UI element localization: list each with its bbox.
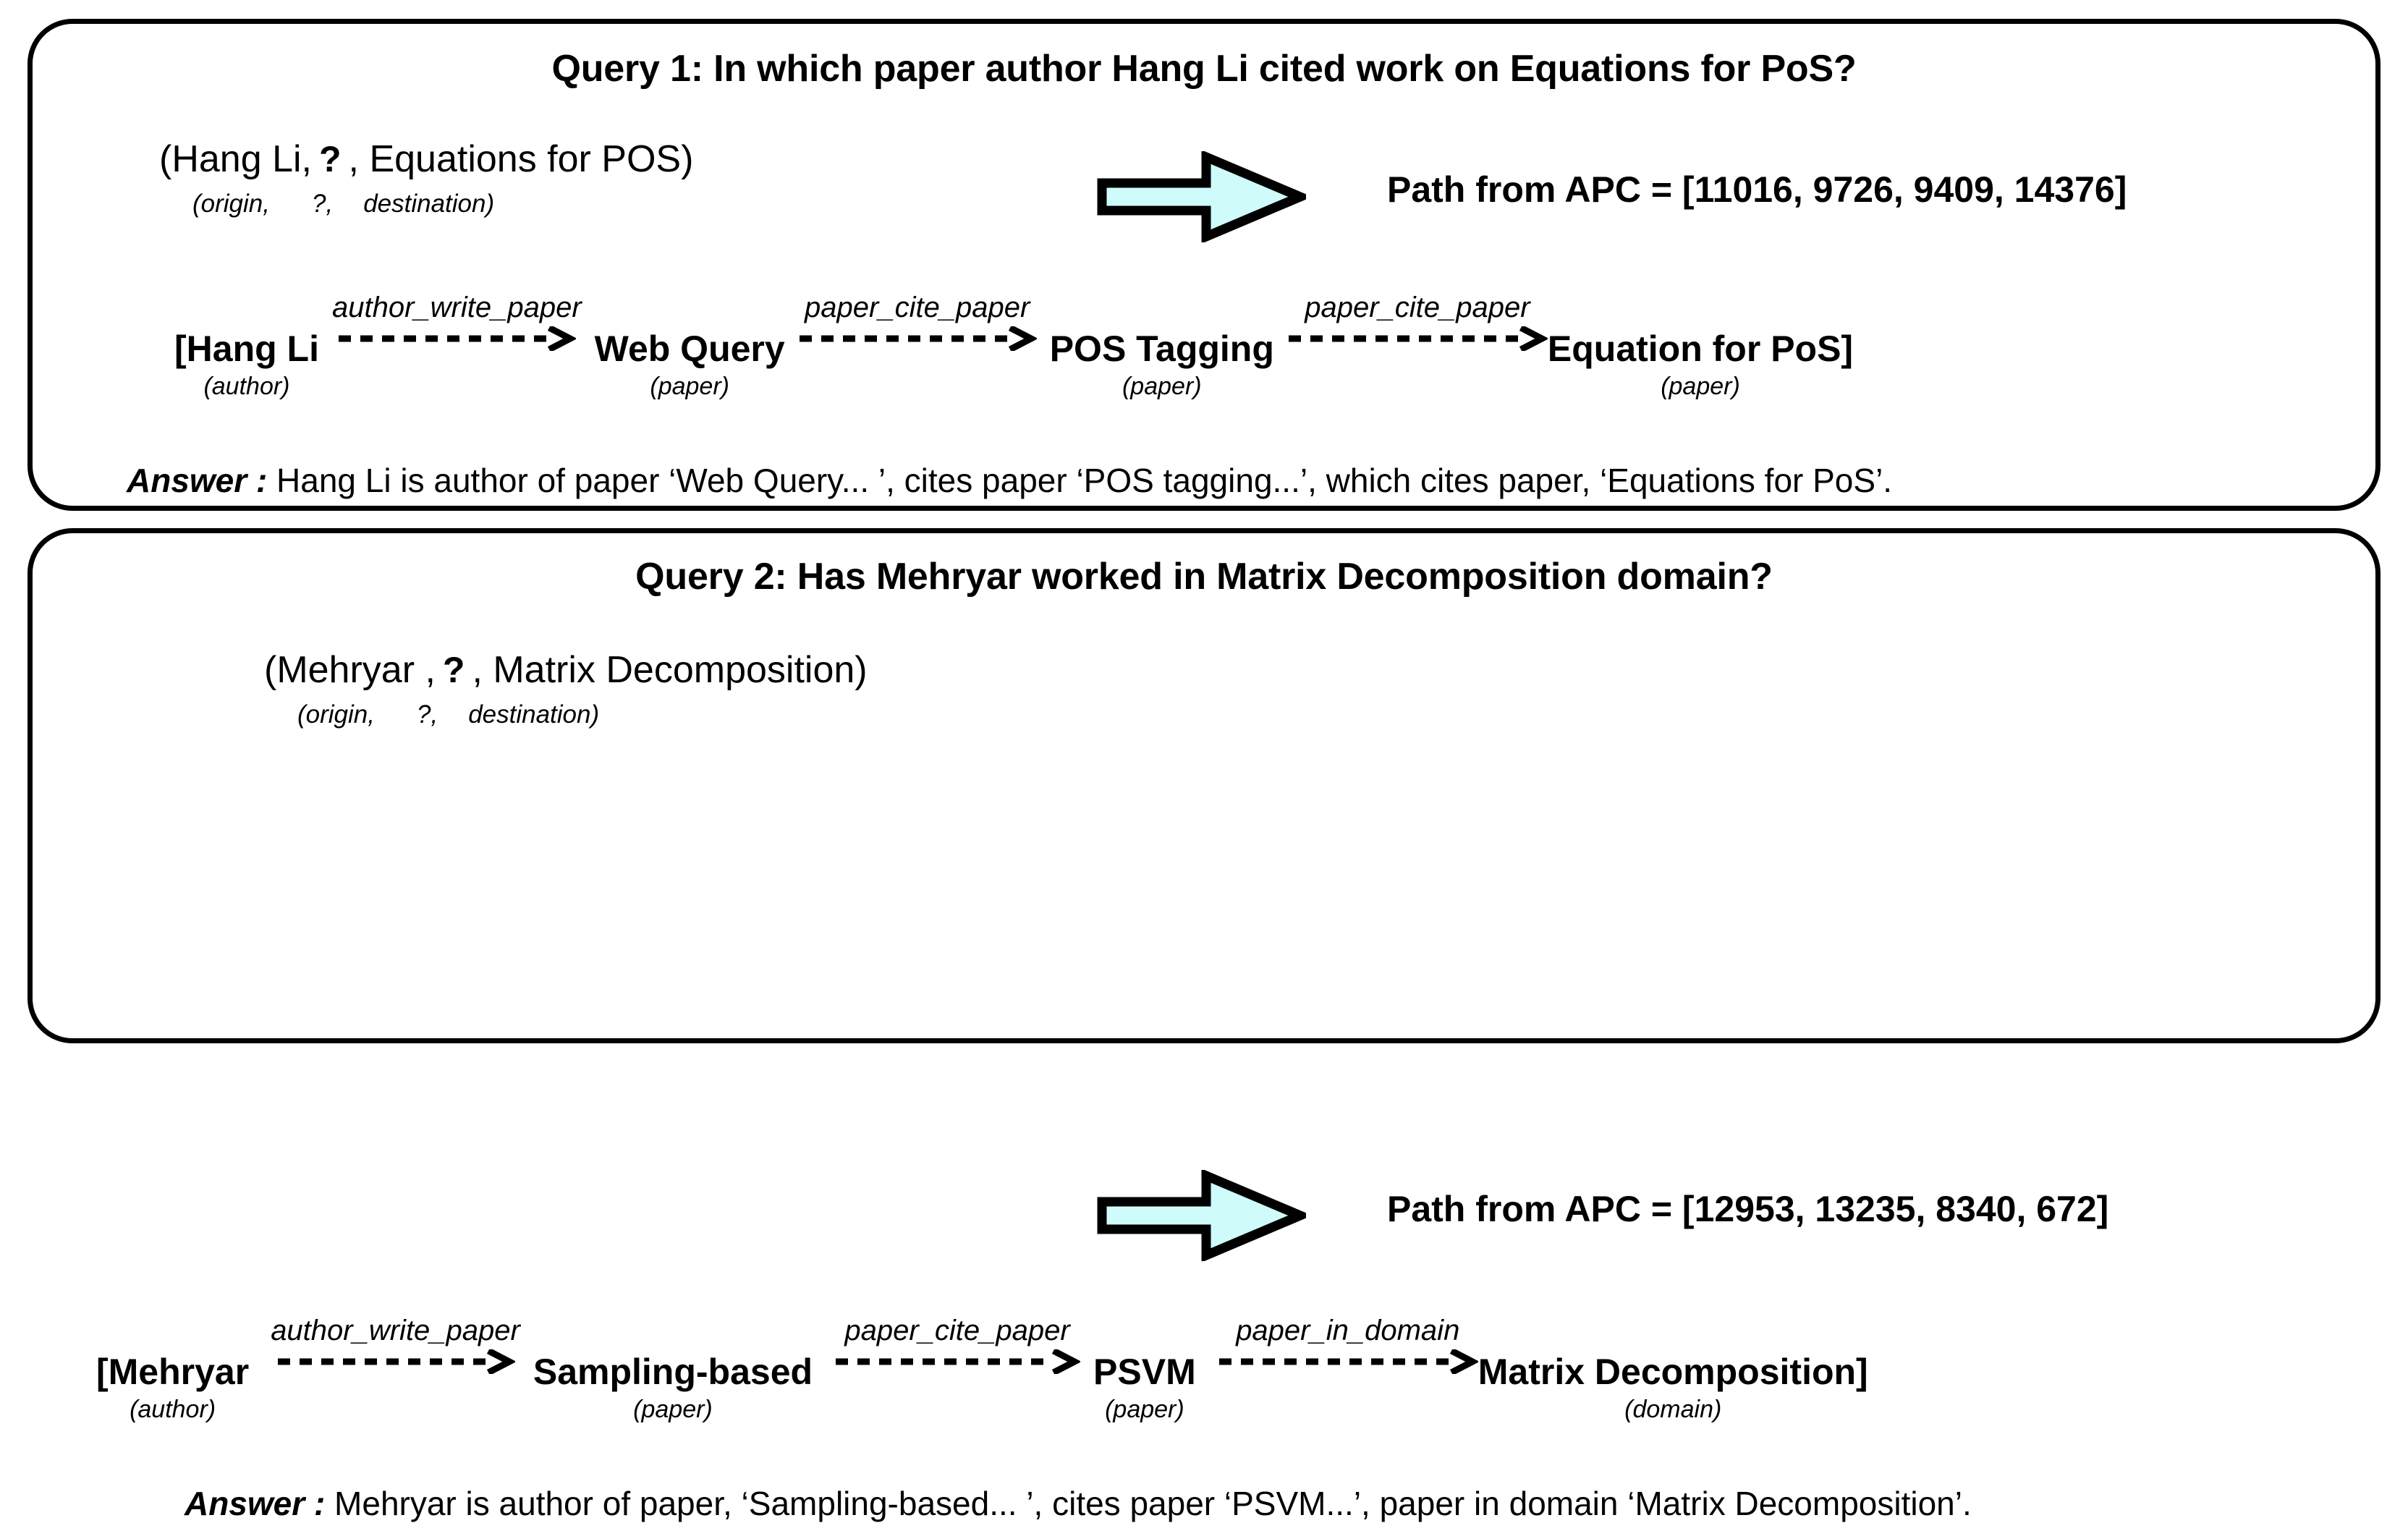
node-type: (paper) [1105, 1396, 1184, 1423]
right-block-arrow-icon [1096, 150, 1313, 246]
query-2-path-chain: [Mehryar (author) author_write_paper Sam… [96, 1316, 1868, 1424]
node-type: (author) [130, 1396, 216, 1423]
triple-origin: (Hang Li, [159, 138, 312, 180]
right-block-arrow-icon [1096, 1168, 1313, 1265]
query-2-triple: (Mehryar ,?, Matrix Decomposition) (orig… [264, 650, 868, 729]
triple-destination: , Equations for POS) [348, 138, 694, 180]
dashed-arrow-icon [339, 326, 577, 351]
node-label: [Hang Li [174, 328, 319, 369]
edge-label: paper_cite_paper [844, 1315, 1070, 1346]
chain-edge: author_write_paper [271, 1316, 520, 1374]
legend-destination: destination) [468, 700, 600, 729]
query-1-triple: (Hang Li,?, Equations for POS) (origin,?… [159, 140, 693, 219]
triple-legend: (origin,?, destination) [264, 700, 868, 729]
dashed-arrow-icon [799, 326, 1037, 351]
node-label: Sampling-based [533, 1352, 813, 1392]
dashed-arrow-icon [1288, 326, 1548, 351]
dashed-arrow-icon [1218, 1349, 1478, 1374]
node-label: POS Tagging [1049, 328, 1274, 369]
triple-legend: (origin,?, destination) [159, 190, 693, 219]
query-2-title: Query 2: Has Mehryar worked in Matrix De… [635, 556, 1773, 598]
node-label: PSVM [1093, 1352, 1196, 1392]
answer-label: Answer : [185, 1485, 326, 1522]
chain-node: [Mehryar (author) [96, 1316, 249, 1424]
chain-node: POS Tagging (paper) [1050, 293, 1274, 401]
chain-node: Web Query (paper) [595, 293, 785, 401]
query-panel-2: Query 2: Has Mehryar worked in Matrix De… [27, 528, 2381, 1522]
triple-expression: (Hang Li,?, Equations for POS) [159, 140, 693, 179]
node-type: (paper) [1661, 373, 1740, 400]
chain-edge: paper_cite_paper [834, 1315, 1081, 1374]
legend-origin: (origin, [192, 189, 270, 218]
legend-destination: destination) [363, 189, 495, 218]
query-1-apc-path: Path from APC = [11016, 9726, 9409, 1437… [1387, 169, 2127, 210]
node-label: Matrix Decomposition] [1478, 1352, 1868, 1392]
edge-label: author_write_paper [271, 1315, 520, 1346]
legend-unknown: ?, [311, 189, 334, 218]
figure-root: Query 1: In which paper author Hang Li c… [27, 19, 2381, 1522]
query-2-answer: Answer : Mehryar is author of paper, ‘Sa… [185, 1484, 1972, 1523]
chain-node: [Hang Li (author) [174, 293, 319, 401]
query-1-title: Query 1: In which paper author Hang Li c… [551, 48, 1857, 90]
query-panel-1: Query 1: In which paper author Hang Li c… [27, 19, 2381, 511]
node-type: (author) [203, 373, 290, 400]
chain-edge: paper_cite_paper [798, 293, 1037, 351]
node-label: Web Query [594, 328, 785, 369]
dashed-arrow-icon [277, 1349, 515, 1374]
node-type: (domain) [1624, 1396, 1722, 1423]
triple-expression: (Mehryar ,?, Matrix Decomposition) [264, 650, 868, 690]
chain-edge: paper_in_domain [1218, 1316, 1478, 1374]
triple-unknown: ? [319, 139, 342, 179]
edge-label: paper_cite_paper [1305, 292, 1530, 323]
chain-node: PSVM (paper) [1093, 1316, 1196, 1424]
triple-unknown: ? [442, 650, 465, 690]
node-type: (paper) [633, 1396, 713, 1423]
chain-node: Equation for PoS] (paper) [1548, 293, 1853, 401]
dashed-arrow-icon [836, 1349, 1081, 1374]
chain-node: Sampling-based (paper) [533, 1316, 813, 1424]
query-2-apc-path: Path from APC = [12953, 13235, 8340, 672… [1387, 1189, 2109, 1229]
node-type: (paper) [650, 373, 729, 400]
chain-node: Matrix Decomposition] (domain) [1478, 1316, 1868, 1424]
chain-edge: paper_cite_paper [1287, 293, 1548, 351]
node-label: Equation for PoS] [1547, 328, 1854, 369]
node-label: [Mehryar [96, 1352, 250, 1392]
legend-unknown: ?, [416, 700, 438, 729]
edge-label: paper_in_domain [1236, 1315, 1460, 1346]
answer-text: Mehryar is author of paper, ‘Sampling-ba… [334, 1485, 1972, 1522]
node-type: (paper) [1122, 373, 1202, 400]
triple-origin: (Mehryar , [264, 649, 436, 691]
edge-label: paper_cite_paper [805, 292, 1030, 323]
answer-label: Answer : [127, 462, 268, 499]
query-1-path-chain: [Hang Li (author) author_write_paper Web… [174, 293, 1853, 401]
answer-text: Hang Li is author of paper ‘Web Query...… [276, 462, 1893, 499]
triple-destination: , Matrix Decomposition) [472, 649, 868, 691]
query-1-answer: Answer : Hang Li is author of paper ‘Web… [127, 461, 1892, 500]
legend-origin: (origin, [297, 700, 375, 729]
edge-label: author_write_paper [331, 292, 582, 323]
chain-edge: author_write_paper [332, 293, 582, 351]
